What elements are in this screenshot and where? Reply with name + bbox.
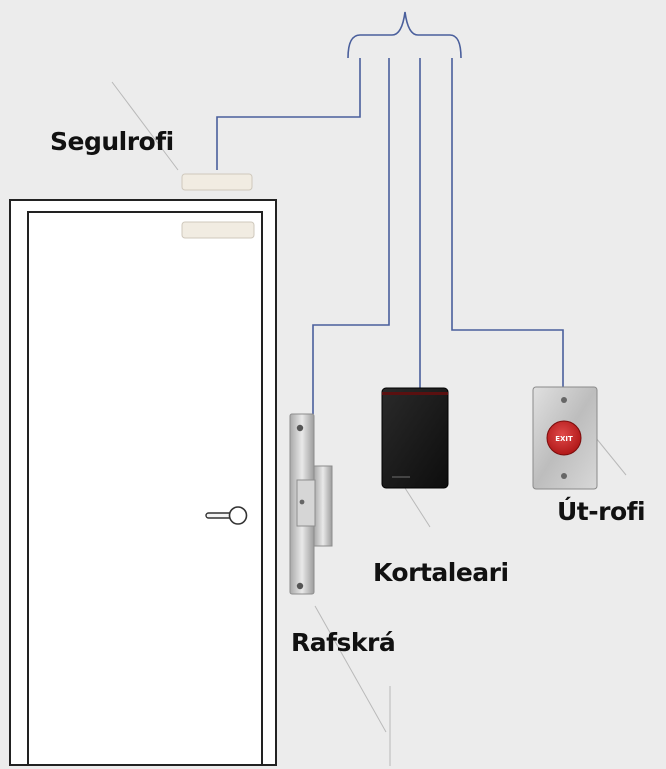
wire-door-sensor bbox=[216, 58, 361, 170]
wire-exit-button bbox=[451, 58, 564, 387]
door-sensor-switch bbox=[181, 221, 255, 239]
wire-bundle-brace bbox=[347, 11, 462, 59]
door bbox=[9, 199, 277, 766]
door-leaf bbox=[27, 211, 263, 766]
wires bbox=[216, 58, 564, 414]
door-sensor bbox=[181, 173, 255, 239]
card-reader bbox=[381, 387, 449, 489]
exit-button: EXIT bbox=[532, 386, 598, 490]
leader-lines bbox=[111, 81, 627, 766]
exit-button-label: Út-rofi bbox=[557, 497, 646, 526]
wire-electric-strike bbox=[312, 58, 390, 414]
exit-button-text: EXIT bbox=[555, 435, 573, 443]
electric-strike bbox=[289, 413, 333, 595]
card-reader-label: Kortaleari bbox=[373, 558, 509, 587]
door-sensor-magnet bbox=[181, 173, 253, 191]
door-sensor-label: Segulrofi bbox=[50, 127, 174, 156]
electric-strike-label: Rafskrá bbox=[291, 628, 396, 657]
door-handle bbox=[205, 506, 248, 525]
